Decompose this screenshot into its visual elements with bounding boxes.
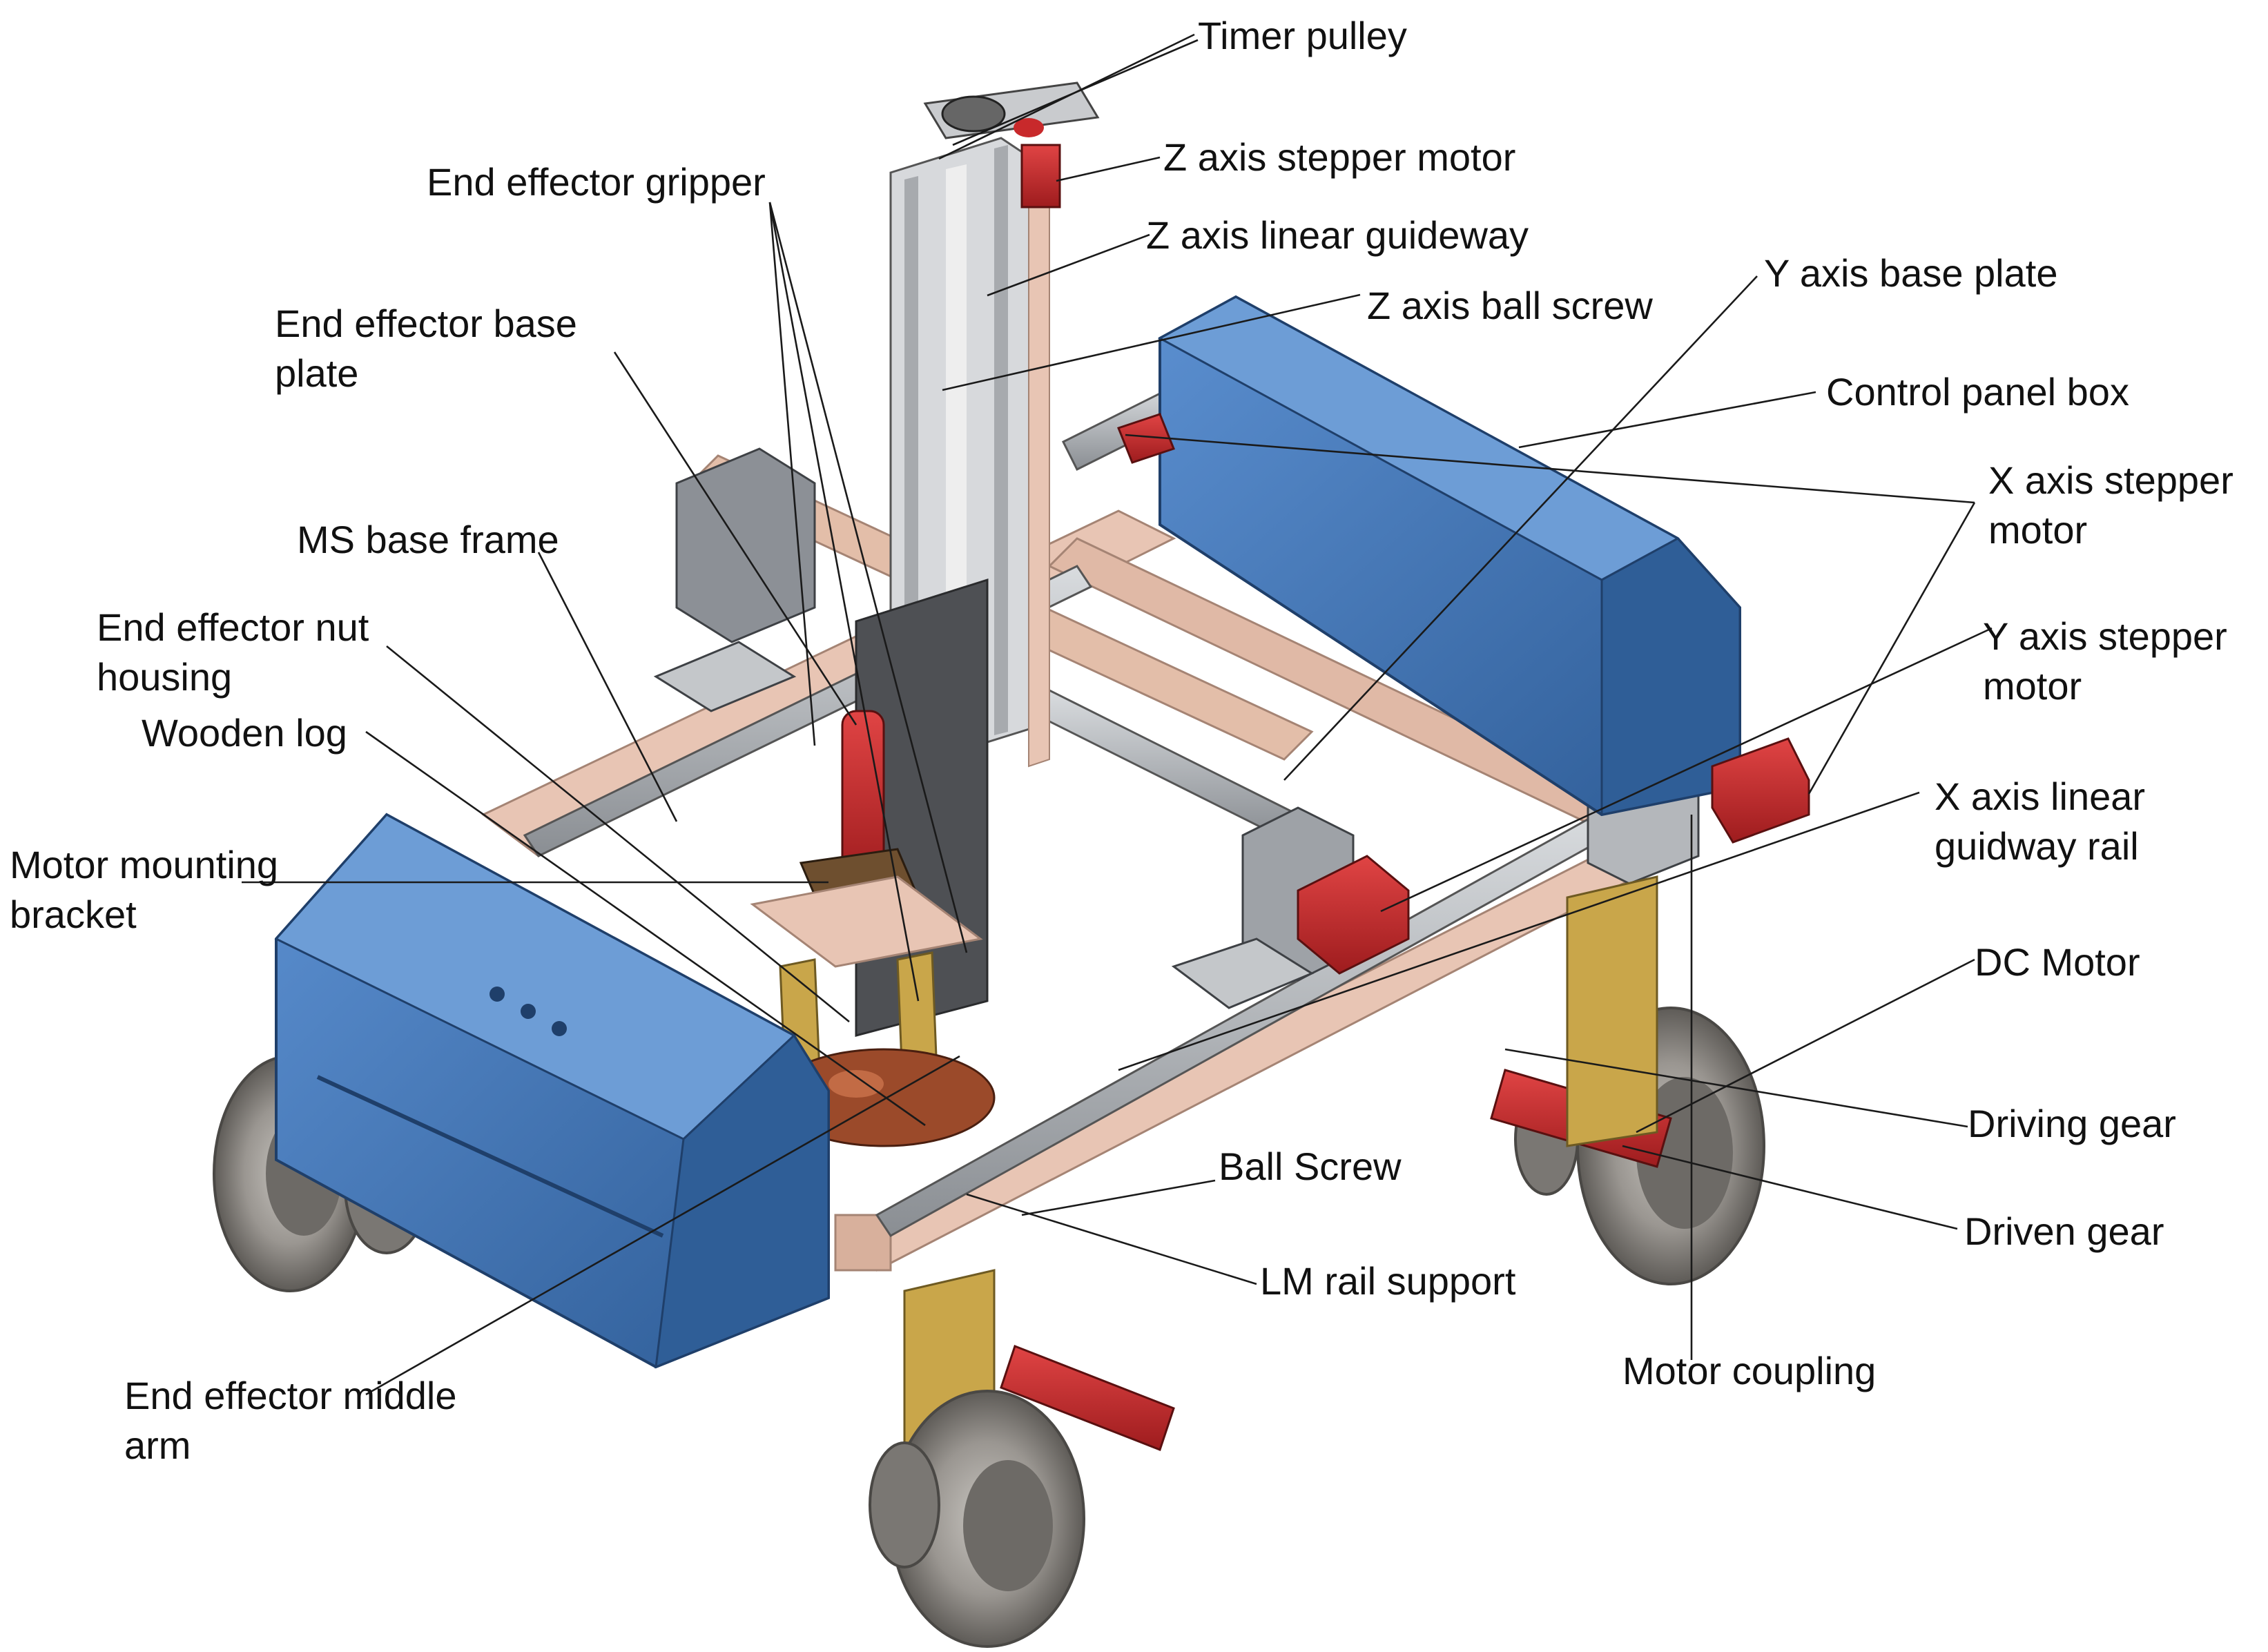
front-left-wheel	[869, 1390, 1085, 1648]
label-y-axis-stepper-motor: Y axis stepper motor	[1983, 614, 2227, 708]
label-motor-mounting-bracket: Motor mounting bracket	[10, 843, 279, 936]
label-lm-rail-support: LM rail support	[1260, 1259, 1516, 1303]
control-panel-box	[1157, 295, 1741, 817]
label-motor-coupling: Motor coupling	[1622, 1349, 1877, 1392]
end-effector	[750, 710, 996, 1147]
label-z-axis-stepper-motor: Z axis stepper motor	[1163, 135, 1516, 179]
label-timer-pulley: Timer pulley	[1198, 14, 1407, 57]
label-driven-gear: Driven gear	[1964, 1209, 2164, 1253]
label-z-axis-linear-guideway: Z axis linear guideway	[1146, 213, 1529, 257]
label-end-effector-base-plate: End effector base plate	[275, 302, 577, 395]
label-ms-base-frame: MS base frame	[297, 518, 559, 561]
label-x-axis-linear-guidway-rail: X axis linear guidway rail	[1935, 775, 2146, 868]
label-control-panel-box: Control panel box	[1826, 370, 2129, 414]
label-wooden-log: Wooden log	[142, 711, 347, 755]
label-driving-gear: Driving gear	[1968, 1102, 2176, 1145]
label-end-effector-gripper: End effector gripper	[427, 160, 766, 204]
label-z-axis-ball-screw: Z axis ball screw	[1367, 284, 1653, 327]
stepper-motors	[1000, 413, 1810, 1451]
label-x-axis-stepper-motor: X axis stepper motor	[1988, 458, 2233, 552]
label-ball-screw: Ball Screw	[1219, 1145, 1402, 1188]
label-end-effector-middle-arm: End effector middle arm	[124, 1374, 457, 1467]
label-end-effector-nut-housing: End effector nut housing	[97, 605, 369, 699]
leader-lines	[242, 33, 1993, 1396]
label-y-axis-base-plate: Y axis base plate	[1764, 251, 2058, 295]
left-enclosure	[274, 813, 830, 1369]
label-dc-motor: DC Motor	[1975, 940, 2140, 984]
